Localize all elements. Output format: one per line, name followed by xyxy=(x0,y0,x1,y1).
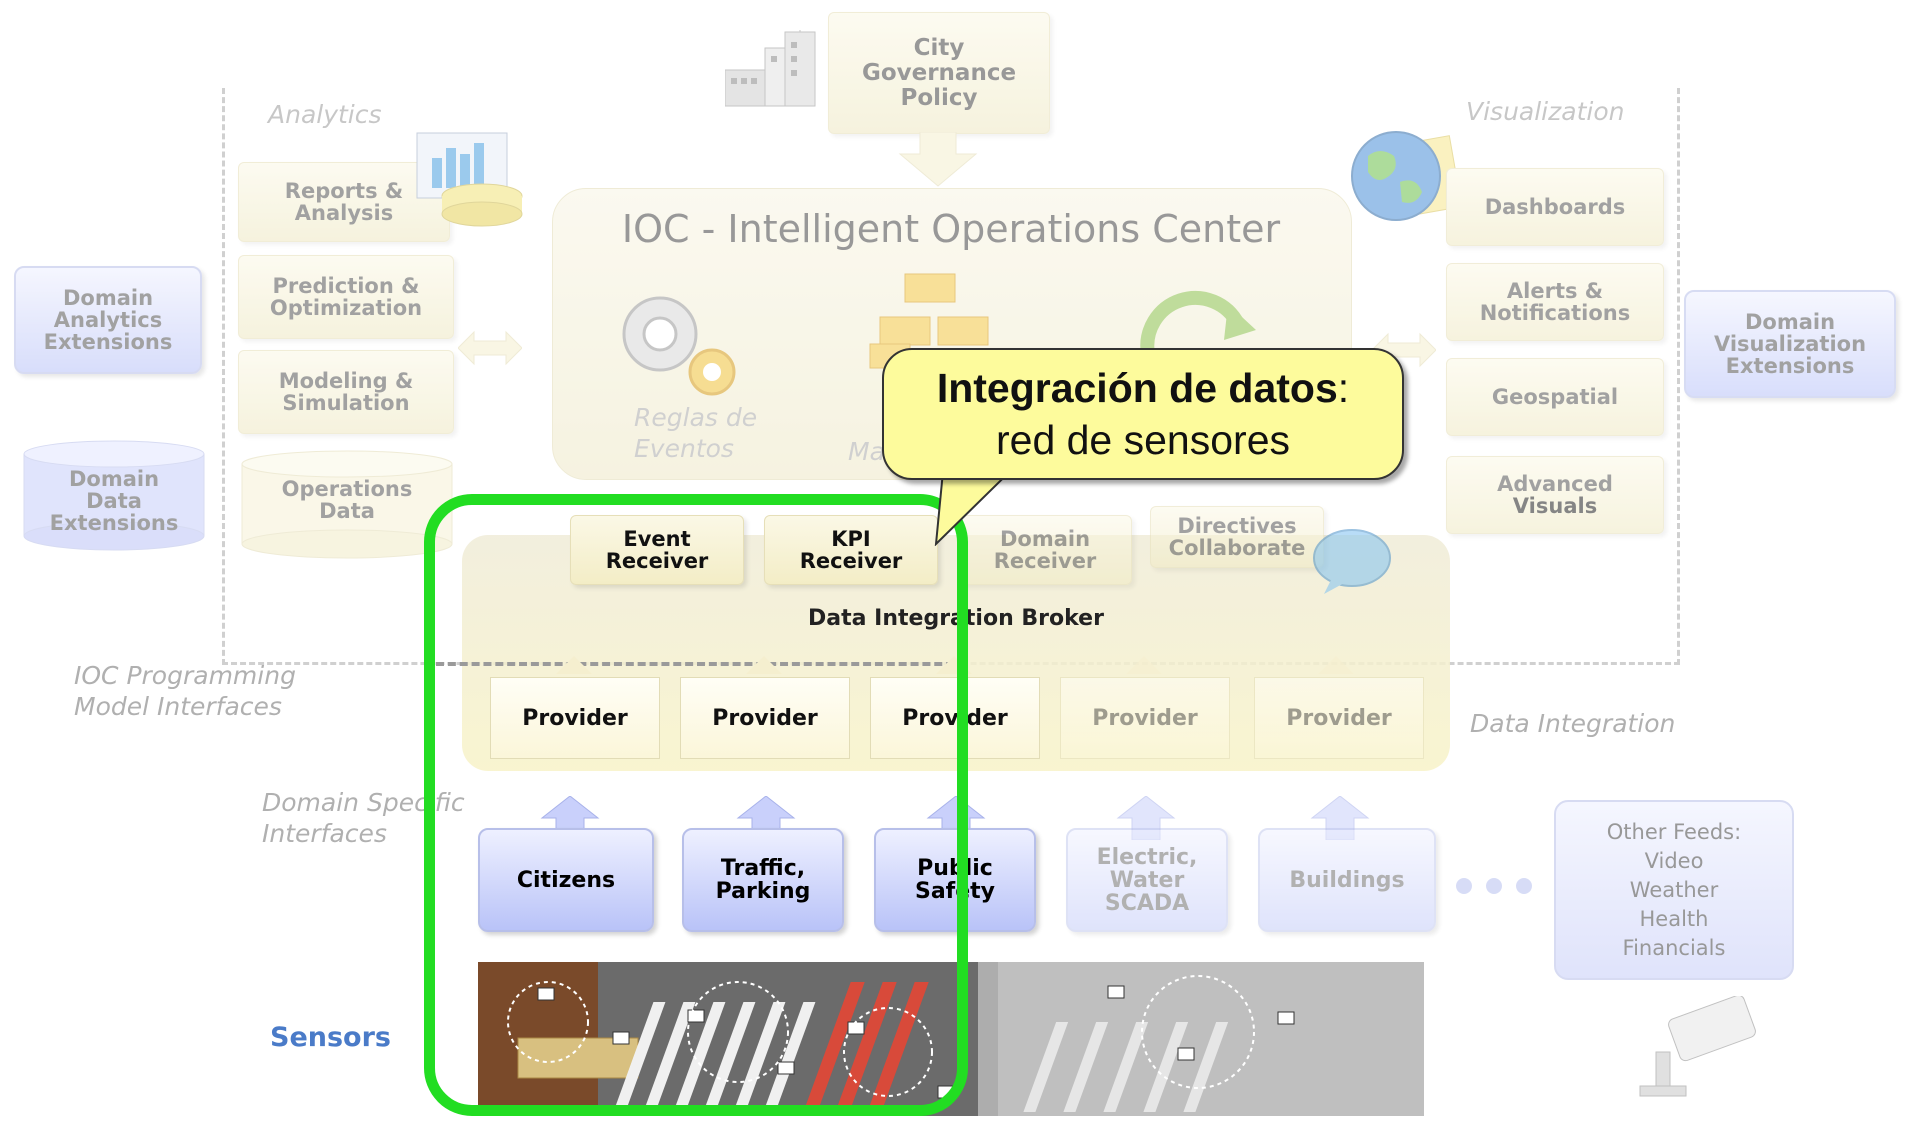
data-integration-label: Data Integration xyxy=(1470,709,1676,738)
chart-database-icon xyxy=(412,128,527,228)
alerts-notifications-box: Alerts &Notifications xyxy=(1446,263,1664,341)
provider-2: Provider xyxy=(680,677,850,759)
dashboards-box: Dashboards xyxy=(1446,168,1664,246)
governance-line2: Governance xyxy=(861,59,1017,86)
org-chart-icon xyxy=(860,272,1000,372)
buildings-up-arrow xyxy=(1310,795,1370,841)
citizens-box: Citizens xyxy=(478,828,654,932)
building-icon xyxy=(724,20,845,110)
speech-bubble-icon xyxy=(1310,526,1392,596)
buildings-box: Buildings xyxy=(1258,828,1436,932)
provider-arrow-5 xyxy=(1318,656,1354,674)
broker-label: Data Integration Broker xyxy=(808,606,1104,631)
geospatial-box: Geospatial xyxy=(1446,358,1664,436)
ioc-title: IOC - Intelligent Operations Center xyxy=(621,207,1281,251)
analytics-double-arrow xyxy=(457,328,523,368)
traffic-parking-box: Traffic,Parking xyxy=(682,828,844,932)
gears-icon xyxy=(610,284,750,404)
visualization-title: Visualization xyxy=(1466,97,1625,126)
provider-3: Provider xyxy=(870,677,1040,759)
callout-bold: Integración de datos xyxy=(936,365,1338,411)
other-feeds-box: Other Feeds: Video Weather Health Financ… xyxy=(1554,800,1794,980)
partial-label: Ma xyxy=(848,437,885,466)
domain-specific-label: Domain Specific Interfaces xyxy=(262,788,465,848)
callout-box: Integración de datos: red de sensores xyxy=(882,348,1404,480)
programming-model-label: IOC Programming Model Interfaces xyxy=(74,661,296,721)
provider-arrow-4 xyxy=(1126,656,1162,674)
globe-icon xyxy=(1348,126,1468,236)
governance-line3: Policy xyxy=(900,84,978,111)
prediction-optimization-box: Prediction &Optimization xyxy=(238,255,454,339)
scada-up-arrow xyxy=(1116,795,1176,841)
highlight-frame xyxy=(424,494,968,1116)
callout-line1: Integración de datos: xyxy=(936,365,1350,411)
camera-icon xyxy=(1636,994,1766,1102)
modeling-simulation-box: Modeling &Simulation xyxy=(238,350,454,434)
analytics-title: Analytics xyxy=(268,100,382,129)
reglas-eventos-label: Reglas de Eventos xyxy=(634,403,758,463)
broker-dashed-line xyxy=(436,662,966,666)
recycle-arrows-icon xyxy=(1128,284,1258,364)
provider-5: Provider xyxy=(1254,677,1424,759)
city-street-photo xyxy=(478,962,1424,1116)
operations-data-cylinder xyxy=(240,450,454,560)
provider-arrow-1 xyxy=(556,656,592,674)
more-dots-icon xyxy=(1454,874,1534,898)
sensors-label: Sensors xyxy=(270,1022,391,1053)
governance-down-arrow xyxy=(898,131,978,187)
provider-1: Provider xyxy=(490,677,660,759)
provider-4: Provider xyxy=(1060,677,1230,759)
governance-line1: City xyxy=(913,34,965,61)
domain-data-cylinder xyxy=(22,440,206,552)
city-governance-box: City Governance Policy xyxy=(828,12,1050,134)
provider-arrow-2 xyxy=(746,656,782,674)
callout-line2: red de sensores xyxy=(995,417,1290,463)
